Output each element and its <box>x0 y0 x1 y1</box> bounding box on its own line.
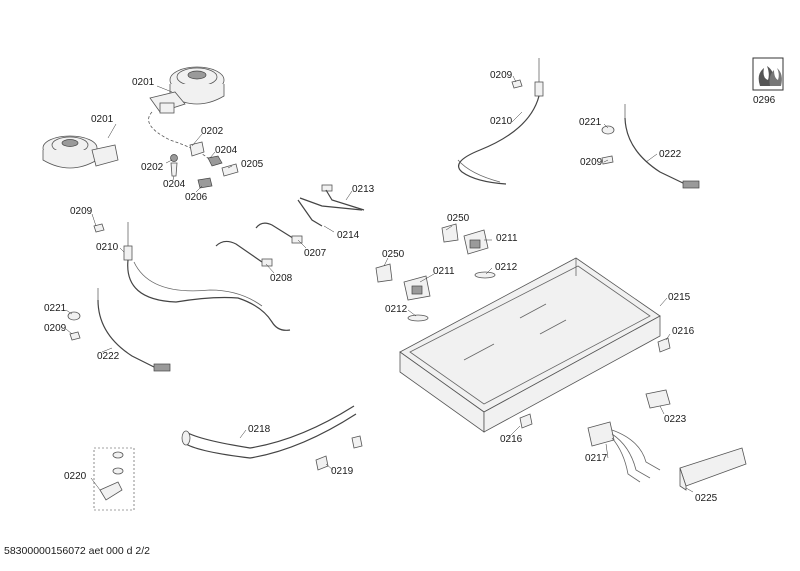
label-0225: 0225 <box>695 493 718 504</box>
sensor-0222-right <box>601 104 700 189</box>
ignition-module-0217 <box>587 421 661 483</box>
gas-pipes <box>215 184 365 267</box>
module-0223 <box>645 389 671 409</box>
hose-0218 <box>181 405 357 459</box>
leader-lines <box>65 75 694 493</box>
label-0219: 0219 <box>331 466 354 477</box>
label-0210-right: 0210 <box>490 116 513 127</box>
group-0220 <box>93 447 135 511</box>
flame-icon <box>752 57 784 91</box>
bracket-0219-a <box>315 455 329 471</box>
label-0222-right: 0222 <box>659 149 682 160</box>
bracket-0216-right <box>657 337 671 353</box>
label-0210-left: 0210 <box>96 242 119 253</box>
label-0215: 0215 <box>668 292 691 303</box>
bracket-0216-lower <box>519 413 533 429</box>
label-0250-lower: 0250 <box>382 249 405 260</box>
label-0204-upper: 0204 <box>215 145 238 156</box>
bracket-0219-b <box>351 435 363 449</box>
label-0220: 0220 <box>64 471 87 482</box>
label-0208: 0208 <box>270 273 293 284</box>
label-0216-right: 0216 <box>672 326 695 337</box>
thermocouple-0210-left <box>93 222 291 331</box>
document-footer: 58300000156072 aet 000 d 2/2 <box>4 545 150 557</box>
label-0204-lower: 0204 <box>163 179 186 190</box>
label-0201-upper: 0201 <box>132 77 155 88</box>
sensor-0222-left <box>67 288 171 372</box>
label-0209-top: 0209 <box>490 70 513 81</box>
label-0222-left: 0222 <box>97 351 120 362</box>
burner-0201-upper <box>149 66 225 114</box>
label-0209-right: 0209 <box>580 157 603 168</box>
label-0206: 0206 <box>185 192 208 203</box>
burner-0201-left <box>42 135 119 169</box>
label-0212-upper: 0212 <box>495 262 518 273</box>
valves-upper <box>441 223 496 279</box>
tray-0215 <box>399 257 661 433</box>
label-0207: 0207 <box>304 248 327 259</box>
label-0218: 0218 <box>248 424 271 435</box>
label-0213: 0213 <box>352 184 375 195</box>
small-parts-0204-0206 <box>170 141 239 189</box>
label-0250-upper: 0250 <box>447 213 470 224</box>
label-0202-upper: 0202 <box>201 126 224 137</box>
label-0212-lower: 0212 <box>385 304 408 315</box>
label-0221-right: 0221 <box>579 117 602 128</box>
thermocouple-0210-right <box>457 58 544 185</box>
valves-lower <box>375 263 431 322</box>
label-0209-lower-left: 0209 <box>44 323 67 334</box>
cover-0225 <box>679 447 747 491</box>
label-0221-left: 0221 <box>44 303 67 314</box>
label-0216-lower: 0216 <box>500 434 523 445</box>
label-0223: 0223 <box>664 414 687 425</box>
label-0296: 0296 <box>753 95 776 106</box>
label-0211-lower: 0211 <box>433 266 455 277</box>
label-0201-left: 0201 <box>91 114 114 125</box>
label-0209-left: 0209 <box>70 206 93 217</box>
label-0214: 0214 <box>337 230 360 241</box>
label-0217: 0217 <box>585 453 608 464</box>
label-0202-lower: 0202 <box>141 162 164 173</box>
label-0211-upper: 0211 <box>496 233 518 244</box>
label-0205: 0205 <box>241 159 264 170</box>
